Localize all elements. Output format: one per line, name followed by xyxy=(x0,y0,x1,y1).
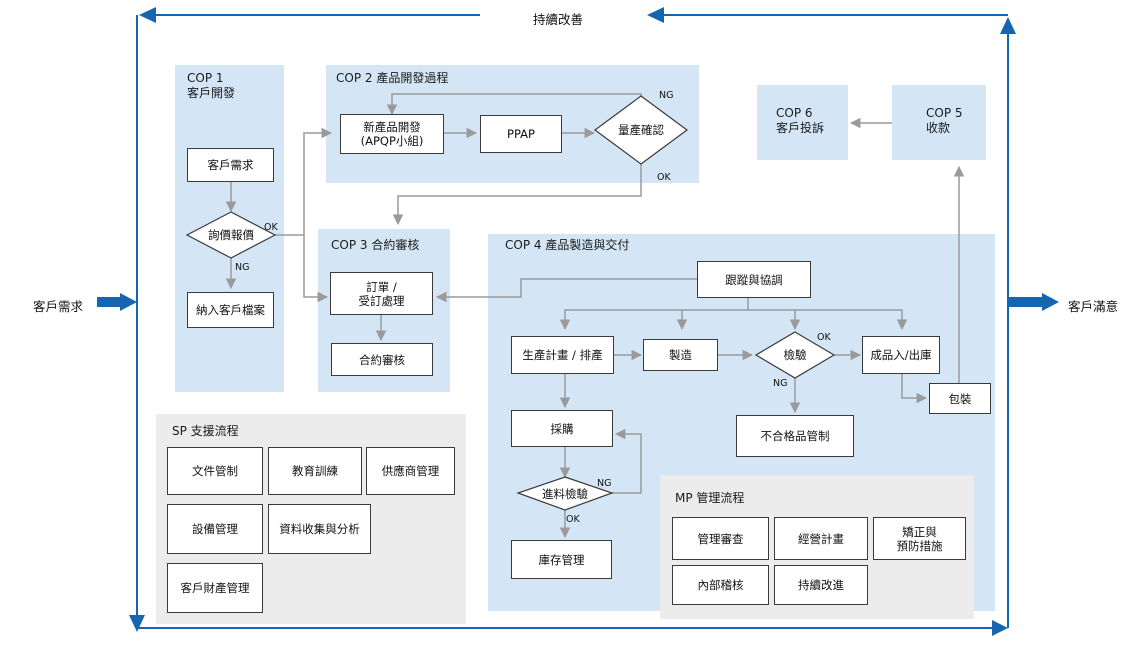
inspect-label: 檢驗 xyxy=(783,348,807,362)
mp-title: MP 管理流程 xyxy=(675,491,745,505)
improvement-label: 持續改善 xyxy=(533,12,584,27)
sp-title: SP 支援流程 xyxy=(172,424,239,438)
new-product-box: 新產品開發 (APQP小組) xyxy=(340,114,444,154)
cop4-title: COP 4 產品製造與交付 xyxy=(505,238,630,252)
cop2-title: COP 2 產品開發過程 xyxy=(336,71,449,85)
improvement-frame xyxy=(136,14,1009,629)
confirm-ng-label: NG xyxy=(659,90,674,101)
ppap-box: PPAP xyxy=(480,115,562,153)
cop6-zone xyxy=(757,85,848,160)
contract-review-box: 合約審核 xyxy=(331,343,433,376)
frame-arrowheads xyxy=(97,7,1059,636)
confirm-decision xyxy=(593,95,689,165)
quote-ng-label: NG xyxy=(235,262,250,273)
customer-requirement-box: 客戶需求 xyxy=(187,148,274,182)
input-label: 客戶需求 xyxy=(33,299,84,314)
cop1-subtitle: 客戶開發 xyxy=(187,86,236,100)
quote-decision xyxy=(185,211,277,259)
quote-label: 詢價報價 xyxy=(208,228,254,242)
nonconforming-box: 不合格品管制 xyxy=(736,415,854,457)
pack-box: 包裝 xyxy=(929,383,991,414)
cop5-title: COP 5 xyxy=(926,106,963,120)
track-box: 跟蹤與協調 xyxy=(697,261,811,298)
incoming-ng-label: NG xyxy=(597,478,612,489)
plan-box: 生產計畫 / 排產 xyxy=(511,336,614,374)
mp-item: 管理審查 xyxy=(672,517,769,560)
confirm-ok-label: OK xyxy=(657,172,671,183)
cop6-subtitle: 客戶投訴 xyxy=(776,121,825,135)
sp-item: 供應商管理 xyxy=(366,447,455,495)
customer-file-box: 納入客戶檔案 xyxy=(187,292,274,328)
sp-item: 客戶財產管理 xyxy=(167,563,263,613)
cop1-title: COP 1 xyxy=(187,71,224,85)
cop5-subtitle: 收款 xyxy=(926,121,951,135)
make-box: 製造 xyxy=(643,339,718,371)
cop6-title: COP 6 xyxy=(776,106,813,120)
inspect-ok-label: OK xyxy=(817,332,831,343)
mp-item: 經營計畫 xyxy=(774,517,868,560)
sp-item: 設備管理 xyxy=(167,504,263,554)
inspect-decision xyxy=(754,331,836,379)
cop5-zone xyxy=(892,85,986,160)
incoming-ok-label: OK xyxy=(566,514,580,525)
sp-item: 教育訓練 xyxy=(268,447,362,495)
purchase-box: 採購 xyxy=(511,410,613,447)
inspect-ng-label: NG xyxy=(773,378,788,389)
sp-item: 文件管制 xyxy=(167,447,263,495)
cop3-title: COP 3 合約審核 xyxy=(331,238,420,252)
mp-item: 持續改進 xyxy=(774,565,868,605)
mp-item: 矯正與 預防措施 xyxy=(873,517,966,560)
sp-item: 資料收集與分析 xyxy=(268,504,371,554)
confirm-label: 量產確認 xyxy=(618,123,664,137)
incoming-decision xyxy=(516,476,614,511)
warehouse-box: 庫存管理 xyxy=(511,540,612,579)
mp-item: 內部稽核 xyxy=(672,565,769,605)
order-box: 訂單 / 受訂處理 xyxy=(330,272,433,315)
stock-box: 成品入/出庫 xyxy=(862,336,940,374)
output-label: 客戶滿意 xyxy=(1068,299,1119,314)
quote-ok-label: OK xyxy=(264,222,278,233)
incoming-label: 進料檢驗 xyxy=(542,487,588,501)
